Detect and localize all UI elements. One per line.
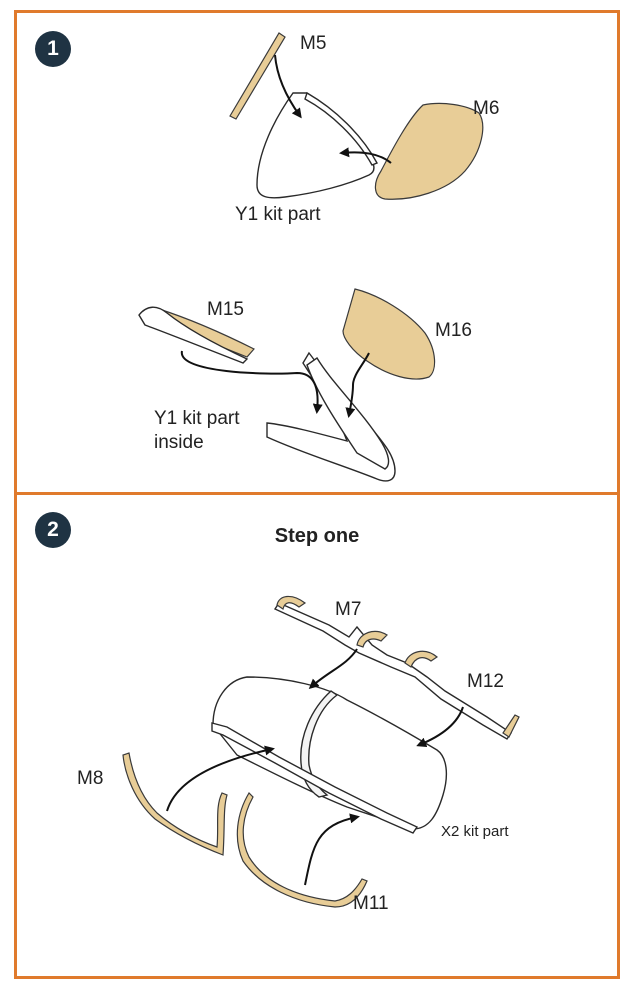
step-number-badge: 2 xyxy=(35,512,71,548)
label-y1-kit-part-inside: Y1 kit part inside xyxy=(154,408,240,453)
label-x2-kit-part: X2 kit part xyxy=(441,823,509,840)
arrow-m8-to-x2 xyxy=(166,745,275,812)
x2-kit-part-seam xyxy=(300,690,339,798)
arrow-m12-to-x2 xyxy=(416,706,464,748)
label-m5: M5 xyxy=(300,33,327,54)
m11-part xyxy=(236,792,368,908)
x2-kit-part xyxy=(212,676,448,830)
label-m7: M7 xyxy=(335,599,362,620)
m7-tab xyxy=(356,630,388,648)
m8-part xyxy=(122,752,228,856)
m7-part xyxy=(276,595,307,610)
label-m11: M11 xyxy=(353,893,389,914)
step-title: Step one xyxy=(274,525,360,547)
m16-part xyxy=(342,288,436,380)
step-1-panel: 1 M5 M6 Y1 kit part M15 M16 Y1 kit xyxy=(14,10,620,495)
label-m15: M15 xyxy=(207,299,244,320)
y1-kit-part-top xyxy=(256,92,375,199)
m6-part xyxy=(374,102,484,200)
m12-part xyxy=(502,714,520,738)
arrow-m11-to-x2 xyxy=(304,813,360,886)
step-1-illustration xyxy=(138,32,484,482)
label-m8: M8 xyxy=(77,768,104,789)
label-m6: M6 xyxy=(473,98,500,119)
arrow-m16-to-y1 xyxy=(345,352,370,418)
arrow-m6-to-y1 xyxy=(339,147,392,164)
step-number-badge: 1 xyxy=(35,31,71,67)
arrow-m15-to-y1 xyxy=(180,350,323,414)
step-2-illustration xyxy=(122,595,520,908)
m5-part xyxy=(229,32,286,120)
step-2-panel: 2 Step one M7 M12 M8 X2 kit part M11 xyxy=(14,492,620,979)
arrow-m7-to-x2 xyxy=(308,648,358,689)
y1-kit-part-top-rim xyxy=(304,91,378,166)
m15-part-edge xyxy=(138,306,249,364)
label-y1-kit-part-top: Y1 kit part xyxy=(235,204,321,225)
label-m12: M12 xyxy=(467,671,504,692)
m12-tab xyxy=(404,650,439,668)
arrow-m5-to-y1 xyxy=(274,54,302,119)
label-m16: M16 xyxy=(435,320,472,341)
